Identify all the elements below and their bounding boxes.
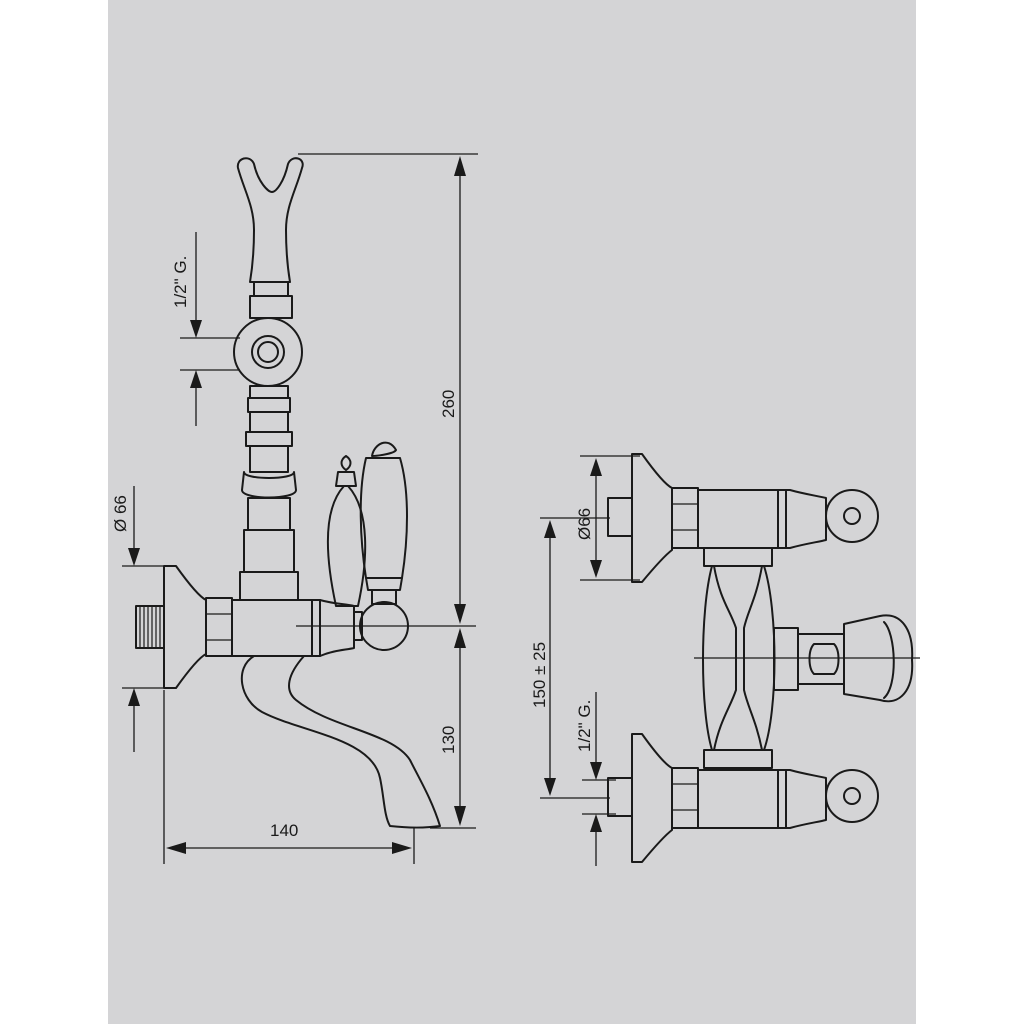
lever-handle-front [359,441,408,605]
label-dia-left: Ø 66 [111,495,130,532]
dim-thread-top [180,232,240,426]
bath-spout [240,655,441,829]
wall-flange-left [135,565,207,689]
label-height-total: 260 [439,390,458,418]
vertical-body [702,547,776,769]
dim-centers [540,517,610,799]
riser-column [239,385,299,601]
label-dia-right: Ø66 [575,508,594,540]
drawing-sheet [108,0,916,1024]
hex-nut-left [205,597,233,657]
diverter-outlet [773,614,914,703]
lever-handle-rear [327,455,367,607]
wall-flange-upper [607,453,879,583]
label-thread-bottom: 1/2" G. [575,700,594,752]
dim-height-total [298,153,478,624]
shower-hook [236,157,304,319]
plan-view: Ø66 150 ± 25 1/2" G. [530,453,920,866]
label-centers: 150 ± 25 [530,642,549,708]
dim-thread-bottom [582,692,616,866]
label-thread-top: 1/2" G. [171,256,190,308]
mixer-body [231,599,409,657]
side-view: 1/2" G. 260 Ø 66 130 [111,153,478,864]
label-spout-reach: 140 [270,821,298,840]
wall-flange-lower [607,733,879,863]
swivel-joint [233,317,303,387]
label-spout-drop: 130 [439,726,458,754]
dim-spout-reach [163,690,415,864]
dim-spout-drop [430,628,476,829]
dim-dia-left [122,486,168,752]
